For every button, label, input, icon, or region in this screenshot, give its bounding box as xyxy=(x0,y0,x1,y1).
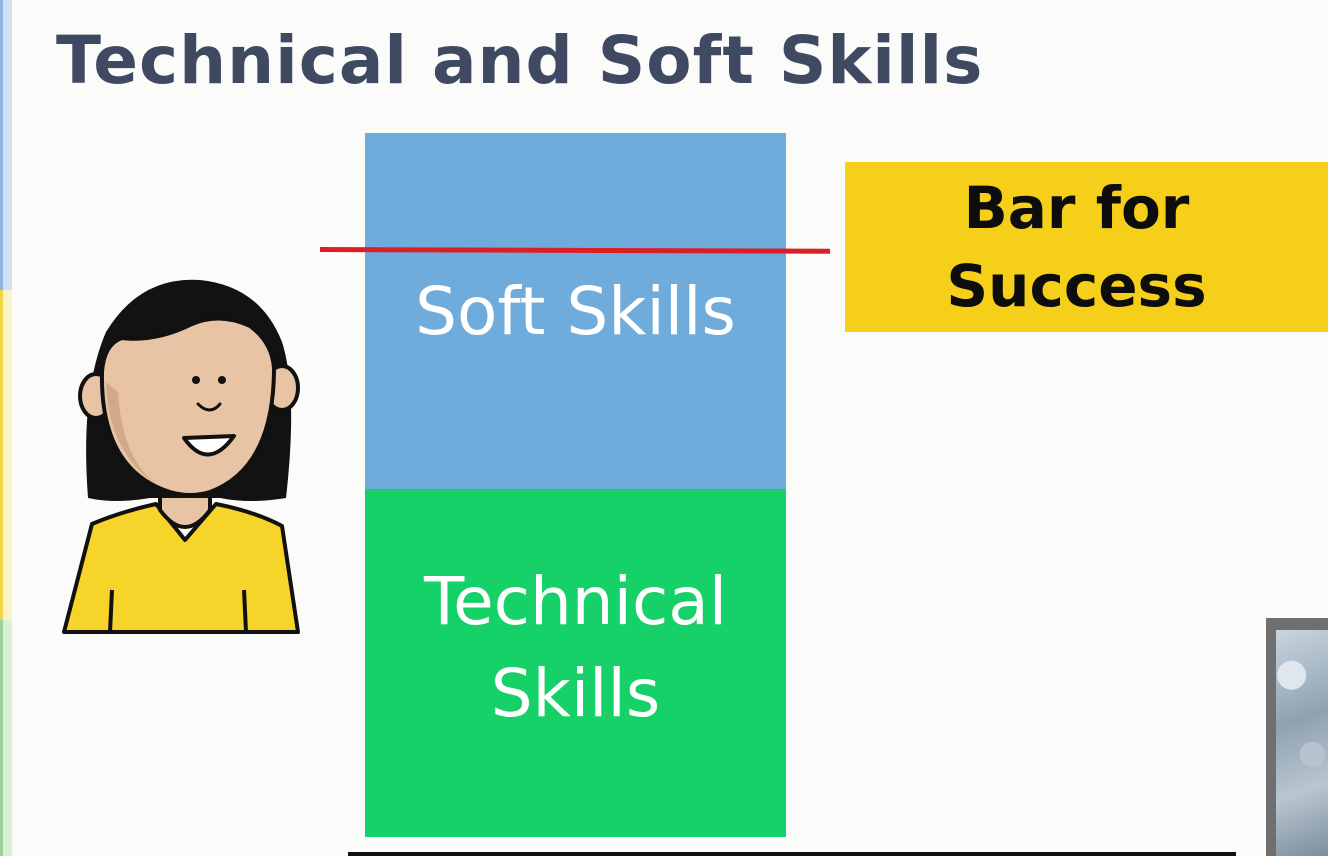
soft-skills-label: Soft Skills xyxy=(415,273,736,350)
edge-segment-green xyxy=(0,620,12,856)
edge-segment-blue xyxy=(0,0,12,290)
edge-line xyxy=(0,0,3,856)
success-text-line2: Success xyxy=(946,252,1207,320)
technical-skills-label-line2: Skills xyxy=(490,655,661,732)
speaker-video-image xyxy=(1276,630,1328,856)
bottom-border-line xyxy=(348,852,1236,856)
soft-skills-block: Soft Skills xyxy=(365,133,786,489)
left-edge-accent xyxy=(0,0,12,856)
bar-for-success-text: Bar for Success xyxy=(946,169,1206,325)
technical-skills-block: Technical Skills xyxy=(365,489,786,837)
slide-title: Technical and Soft Skills xyxy=(56,22,984,99)
person-avatar-icon xyxy=(60,272,310,642)
technical-skills-label: Technical Skills xyxy=(365,556,786,740)
technical-skills-label-line1: Technical xyxy=(423,563,728,640)
bar-for-success-callout: Bar for Success xyxy=(845,162,1328,332)
edge-segment-yellow xyxy=(0,290,12,620)
success-text-line1: Bar for xyxy=(963,174,1190,242)
speaker-video-thumbnail xyxy=(1266,618,1328,856)
